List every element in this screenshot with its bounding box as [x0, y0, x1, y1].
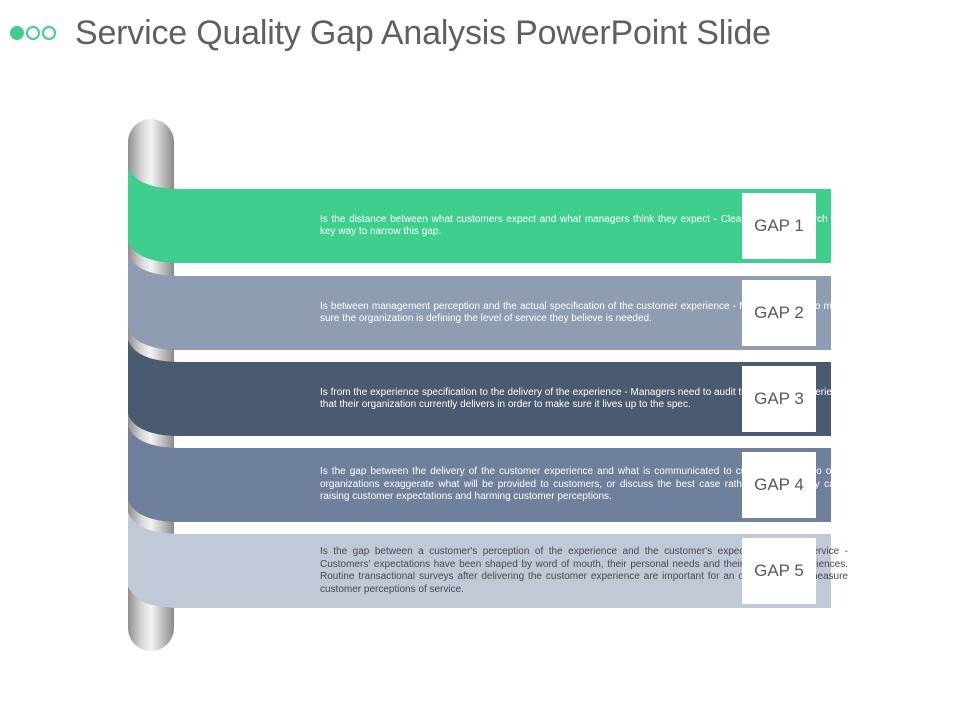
- gap-description: Is the gap between a customer's percepti…: [320, 546, 848, 595]
- gap-band-body: [174, 189, 831, 263]
- gap-label-box-1: GAP 1: [742, 193, 816, 259]
- gap-description: Is the distance between what customers e…: [320, 213, 848, 238]
- gap-band-4: Is the gap between the delivery of the c…: [128, 426, 848, 522]
- gap-description: Is from the experience specification to …: [320, 386, 848, 411]
- gap-label-box-3: GAP 3: [742, 366, 816, 432]
- band-curl: [128, 340, 182, 436]
- band-curl: [128, 254, 182, 350]
- gap-band-body: [174, 276, 831, 350]
- gap-label-box-4: GAP 4: [742, 452, 816, 518]
- band-curl: [128, 426, 182, 522]
- gap-label-box-2: GAP 2: [742, 280, 816, 346]
- gap-band-body: [174, 534, 831, 608]
- gap-band-1: Is the distance between what customers e…: [128, 167, 848, 263]
- gap-band-2: Is between management perception and the…: [128, 254, 848, 350]
- gap-band-body: [174, 362, 831, 436]
- gap-description: Is the gap between the delivery of the c…: [320, 466, 848, 503]
- gap-band-5: Is the gap between a customer's percepti…: [128, 512, 848, 608]
- gap-label-box-5: GAP 5: [742, 538, 816, 604]
- outline-circle-icon: [42, 26, 56, 40]
- filled-circle-icon: [10, 26, 24, 40]
- gap-band-body: [174, 448, 831, 522]
- title-bullet-dots: [10, 26, 64, 42]
- band-curl: [128, 167, 182, 263]
- page-title: Service Quality Gap Analysis PowerPoint …: [75, 14, 771, 52]
- outline-circle-icon: [26, 26, 40, 40]
- gap-band-3: Is from the experience specification to …: [128, 340, 848, 436]
- band-curl: [128, 512, 182, 608]
- gap-description: Is between management perception and the…: [320, 300, 848, 325]
